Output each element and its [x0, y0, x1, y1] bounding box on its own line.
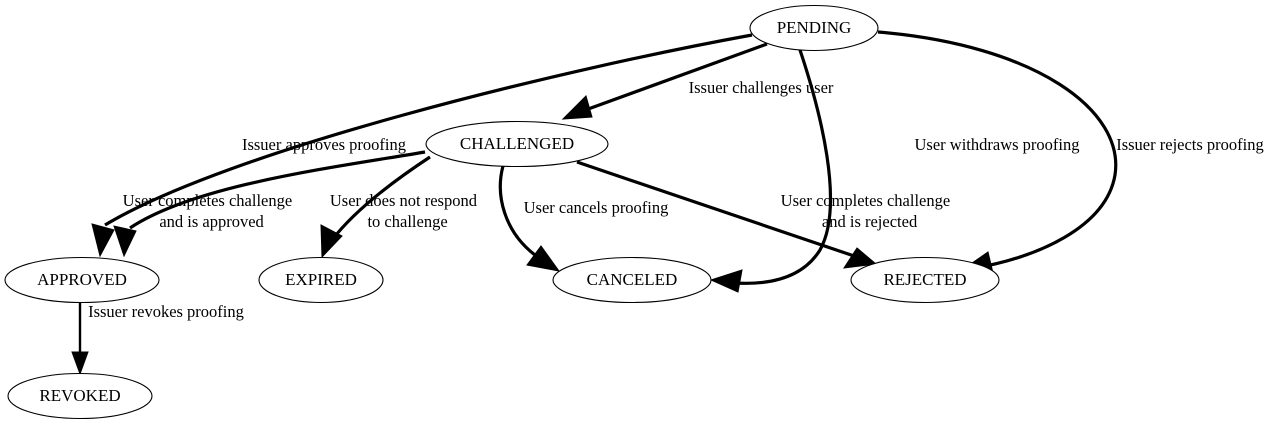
node-approved[interactable]: APPROVED [4, 256, 160, 304]
edge-label-challenged-approved: User completes challenge and is approved [123, 191, 330, 231]
edge-pending-canceled [709, 49, 832, 293]
node-challenged-ellipse[interactable] [425, 120, 609, 168]
edge-labels: Issuer challenges user Issuer approves p… [88, 78, 1264, 321]
edge-challenged-expired-arrowhead [320, 224, 343, 259]
edge-pending-challenged-arrowhead [561, 95, 593, 120]
edge-pending-approved-arrowhead [91, 223, 115, 258]
edge-challenged-approved [113, 150, 426, 258]
edge-label-line: User completes challenge [781, 191, 951, 210]
edge-challenged-rejected-path [576, 160, 861, 260]
edge-label-pending-canceled: User withdraws proofing [915, 135, 1080, 154]
edge-approved-revoked [71, 303, 89, 376]
node-pending[interactable]: PENDING [749, 4, 879, 52]
node-canceled-ellipse[interactable] [552, 256, 712, 304]
node-rejected[interactable]: REJECTED [850, 256, 1000, 304]
edge-challenged-canceled [498, 165, 561, 272]
edge-pending-approved-path [104, 33, 753, 227]
node-expired-ellipse[interactable] [258, 256, 384, 304]
node-expired[interactable]: EXPIRED [258, 256, 384, 304]
edge-challenged-canceled-arrowhead [526, 245, 561, 272]
edge-challenged-rejected-arrowhead [842, 247, 878, 269]
edge-pending-challenged-path [579, 42, 768, 114]
edge-label-line: and is approved [159, 212, 264, 231]
edge-label-challenged-expired: User does not respond to challenge [330, 191, 514, 231]
edge-label-approved-revoked: Issuer revokes proofing [88, 302, 244, 321]
node-canceled-label: CANCELED [587, 270, 678, 289]
edge-label-pending-approved: Issuer approves proofing [242, 135, 406, 154]
node-canceled[interactable]: CANCELED [552, 256, 712, 304]
edge-label-pending-rejected: Issuer rejects proofing [1116, 135, 1264, 154]
edge-challenged-approved-arrowhead [113, 225, 137, 258]
node-challenged[interactable]: CHALLENGED [425, 120, 609, 168]
edge-label-line: and is rejected [822, 212, 918, 231]
edge-challenged-approved-path [129, 150, 426, 230]
node-rejected-label: REJECTED [883, 270, 966, 289]
edge-pending-challenged [561, 42, 768, 120]
node-revoked-ellipse[interactable] [7, 372, 153, 420]
edge-challenged-rejected [576, 160, 878, 269]
edge-label-line: User does not respond [330, 191, 478, 210]
edge-challenged-expired-path [330, 155, 431, 241]
edge-pending-approved [91, 33, 753, 258]
edge-label-line: User completes challenge [123, 191, 293, 210]
edge-label-challenged-rejected: User completes challenge and is rejected [781, 191, 988, 231]
edge-approved-revoked-arrowhead [71, 351, 89, 376]
edge-pending-rejected-path [877, 30, 1118, 270]
node-approved-ellipse[interactable] [4, 256, 160, 304]
edge-pending-canceled-path [723, 49, 832, 285]
node-challenged-label: CHALLENGED [460, 134, 574, 153]
node-pending-label: PENDING [777, 18, 852, 37]
node-revoked-label: REVOKED [39, 386, 120, 405]
edge-challenged-expired [320, 155, 431, 259]
node-approved-label: APPROVED [37, 270, 127, 289]
edge-label-pending-challenged: Issuer challenges user [689, 78, 834, 97]
edge-label-line: to challenge [367, 212, 447, 231]
edge-pending-canceled-arrowhead [709, 269, 743, 293]
node-expired-label: EXPIRED [285, 270, 357, 289]
node-revoked[interactable]: REVOKED [7, 372, 153, 420]
node-pending-ellipse[interactable] [749, 4, 879, 52]
node-rejected-ellipse[interactable] [850, 256, 1000, 304]
edge-label-challenged-canceled: User cancels proofing [524, 198, 669, 217]
edge-challenged-canceled-path [498, 165, 536, 257]
